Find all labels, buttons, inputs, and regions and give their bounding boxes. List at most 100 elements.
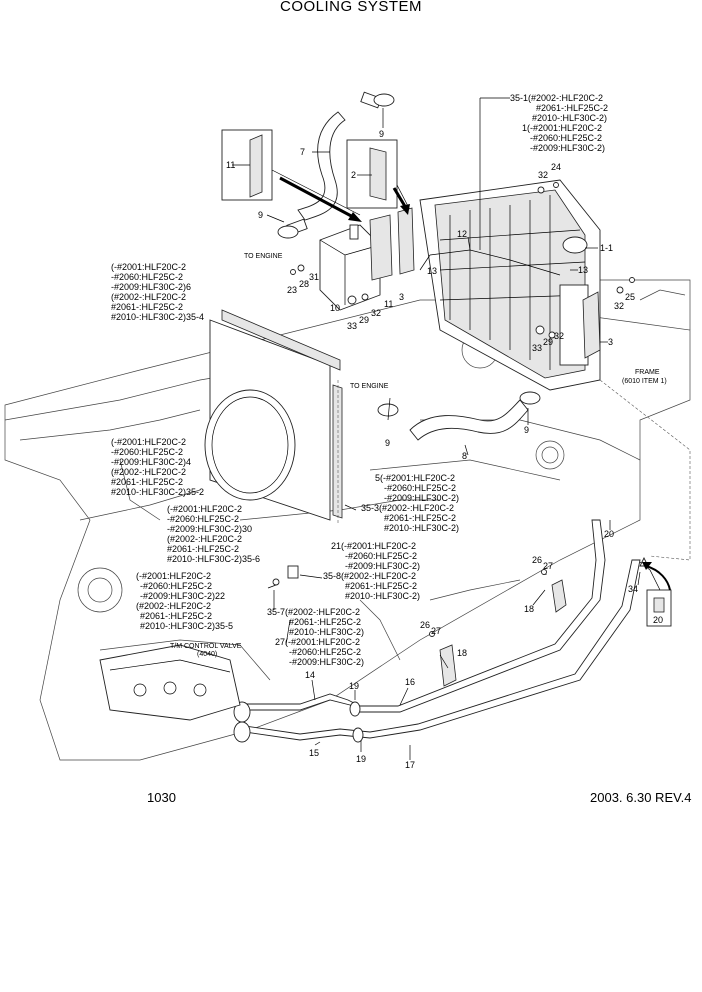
callout-20: 20: [653, 615, 663, 625]
label-block-35-7: 35-7(#2002-:HLF20C-2 #2061-:HLF25C-2 #20…: [267, 607, 364, 667]
label-line: -#2009:HLF30C-2): [384, 493, 459, 503]
tm-control-valve: [99, 644, 241, 721]
label-line: -#2060:HLF25C-2: [111, 447, 183, 457]
callout-27: 27: [543, 561, 553, 571]
label-line: -#2009:HLF30C-2)22: [140, 591, 225, 601]
callout-12: 12: [457, 229, 467, 239]
label-block-4: (-#2001:HLF20C-2 -#2060:HLF25C-2 -#2009:…: [111, 437, 204, 497]
label-line: (#2002-:HLF20C-2: [111, 292, 186, 302]
label-line: #2061-:HLF25C-2: [536, 103, 608, 113]
callout-3: 3: [608, 337, 613, 347]
label-line: -#2009:HLF30C-2): [345, 561, 420, 571]
label-line: 35-7(#2002-:HLF20C-2: [267, 607, 360, 617]
callout-24: 24: [551, 162, 561, 172]
callout-9: 9: [385, 438, 390, 448]
callout-29: 29: [543, 337, 553, 347]
label-line: #2010-:HLF30C-2)35-2: [111, 487, 204, 497]
label-line: -#2060:HLF25C-2: [167, 514, 239, 524]
oil-cooler-lines: [233, 519, 641, 743]
note-tm-control-valve: T/M CONTROL VALVE: [170, 643, 242, 650]
callout-7: 7: [300, 147, 305, 157]
note-frame: FRAME: [635, 369, 660, 376]
inset-bracket-11: [221, 129, 361, 216]
callout-numbers: 9 7 11 2 9 12 1-1 13 13 31 28 23 10 11 3…: [226, 129, 663, 770]
label-line: (-#2001:HLF20C-2: [136, 571, 211, 581]
callout-27: 27: [431, 626, 441, 636]
label-line: #2010-:HLF30C-2): [384, 523, 459, 533]
callout-23: 23: [287, 285, 297, 295]
label-block-21: 21(-#2001:HLF20C-2 -#2060:HLF25C-2 -#200…: [323, 541, 420, 601]
label-line: 5(-#2001:HLF20C-2: [375, 473, 455, 483]
label-line: -#2009:HLF30C-2)6: [111, 282, 191, 292]
bolts-and-washers: [272, 182, 635, 637]
callout-25: 25: [625, 292, 635, 302]
callout-9: 9: [258, 210, 263, 220]
callout-19: 19: [349, 681, 359, 691]
label-line: (-#2001:HLF20C-2: [111, 262, 186, 272]
callout-33: 33: [347, 321, 357, 331]
callout-9: 9: [379, 129, 384, 139]
note-tm-control-valve-ref: (4040): [197, 651, 217, 658]
callout-16: 16: [405, 677, 415, 687]
label-line: #2061-:HLF25C-2: [384, 513, 456, 523]
callout-14: 14: [305, 670, 315, 680]
note-labels: TO ENGINE TO ENGINE FRAME (6010 ITEM 1) …: [170, 253, 667, 658]
label-line: (#2002-:HLF20C-2: [136, 601, 211, 611]
callout-1-1: 1-1: [600, 243, 613, 253]
label-line: #2061-:HLF25C-2: [289, 617, 361, 627]
page-title: COOLING SYSTEM: [279, 0, 423, 15]
callout-32: 32: [554, 331, 564, 341]
page-number: 1030: [147, 790, 176, 805]
leader-lines: [232, 97, 691, 760]
label-line: -#2060:HLF25C-2: [530, 133, 602, 143]
label-line: 27(-#2001:HLF20C-2: [275, 637, 360, 647]
callout-15: 15: [309, 748, 319, 758]
label-line: -#2009:HLF30C-2)30: [167, 524, 252, 534]
reservoir-tank: [319, 224, 381, 311]
callout-2: 2: [351, 170, 356, 180]
label-line: -#2060:HLF25C-2: [111, 272, 183, 282]
callout-32: 32: [614, 301, 624, 311]
label-line: -#2060:HLF25C-2: [140, 581, 212, 591]
label-line: #2010-:HLF30C-2)35-5: [140, 621, 233, 631]
label-line: #2061-:HLF25C-2: [111, 302, 183, 312]
mount-brackets: [369, 207, 601, 359]
label-line: -#2060:HLF25C-2: [384, 483, 456, 493]
callout-17: 17: [405, 760, 415, 770]
callout-34: 34: [628, 584, 638, 594]
fitting-20-inset: [639, 556, 672, 627]
label-line: 1(-#2001:HLF20C-2: [522, 123, 602, 133]
label-block-22: (-#2001:HLF20C-2 -#2060:HLF25C-2 -#2009:…: [136, 571, 233, 631]
callout-29: 29: [359, 315, 369, 325]
callout-3: 3: [399, 292, 404, 302]
label-line: #2061-:HLF25C-2: [345, 581, 417, 591]
label-block-35-1: 35-1(#2002-:HLF20C-2 #2061-:HLF25C-2 #20…: [510, 93, 608, 153]
callout-11: 11: [226, 160, 235, 170]
clip-brackets: [439, 579, 567, 687]
label-line: #2061-:HLF25C-2: [111, 477, 183, 487]
label-line: 35-3(#2002-:HLF20C-2: [361, 503, 454, 513]
label-line: #2010-:HLF30C-2): [345, 591, 420, 601]
callout-18: 18: [457, 648, 467, 658]
label-line: -#2009:HLF30C-2)4: [111, 457, 191, 467]
label-line: #2010-:HLF30C-2): [532, 113, 607, 123]
label-line: #2010-:HLF30C-2): [289, 627, 364, 637]
callout-19: 19: [356, 754, 366, 764]
label-line: (#2002-:HLF20C-2: [111, 467, 186, 477]
label-block-5: 5(-#2001:HLF20C-2 -#2060:HLF25C-2 -#2009…: [361, 473, 459, 533]
callout-9: 9: [524, 425, 529, 435]
label-line: 35-1(#2002-:HLF20C-2: [510, 93, 603, 103]
label-line: 35-8(#2002-:HLF20C-2: [323, 571, 416, 581]
callout-8: 8: [462, 451, 467, 461]
callout-18: 18: [524, 604, 534, 614]
label-block-6: (-#2001:HLF20C-2 -#2060:HLF25C-2 -#2009:…: [111, 262, 204, 322]
label-line: (-#2001:HLF20C-2: [111, 437, 186, 447]
label-line: -#2009:HLF30C-2): [530, 143, 605, 153]
note-to-engine: TO ENGINE: [244, 253, 283, 260]
label-line: (-#2001:HLF20C-2: [167, 504, 242, 514]
callout-13: 13: [578, 265, 588, 275]
label-line: #2061-:HLF25C-2: [140, 611, 212, 621]
callout-28: 28: [299, 279, 309, 289]
label-block-30: (-#2001:HLF20C-2 -#2060:HLF25C-2 -#2009:…: [167, 504, 260, 564]
